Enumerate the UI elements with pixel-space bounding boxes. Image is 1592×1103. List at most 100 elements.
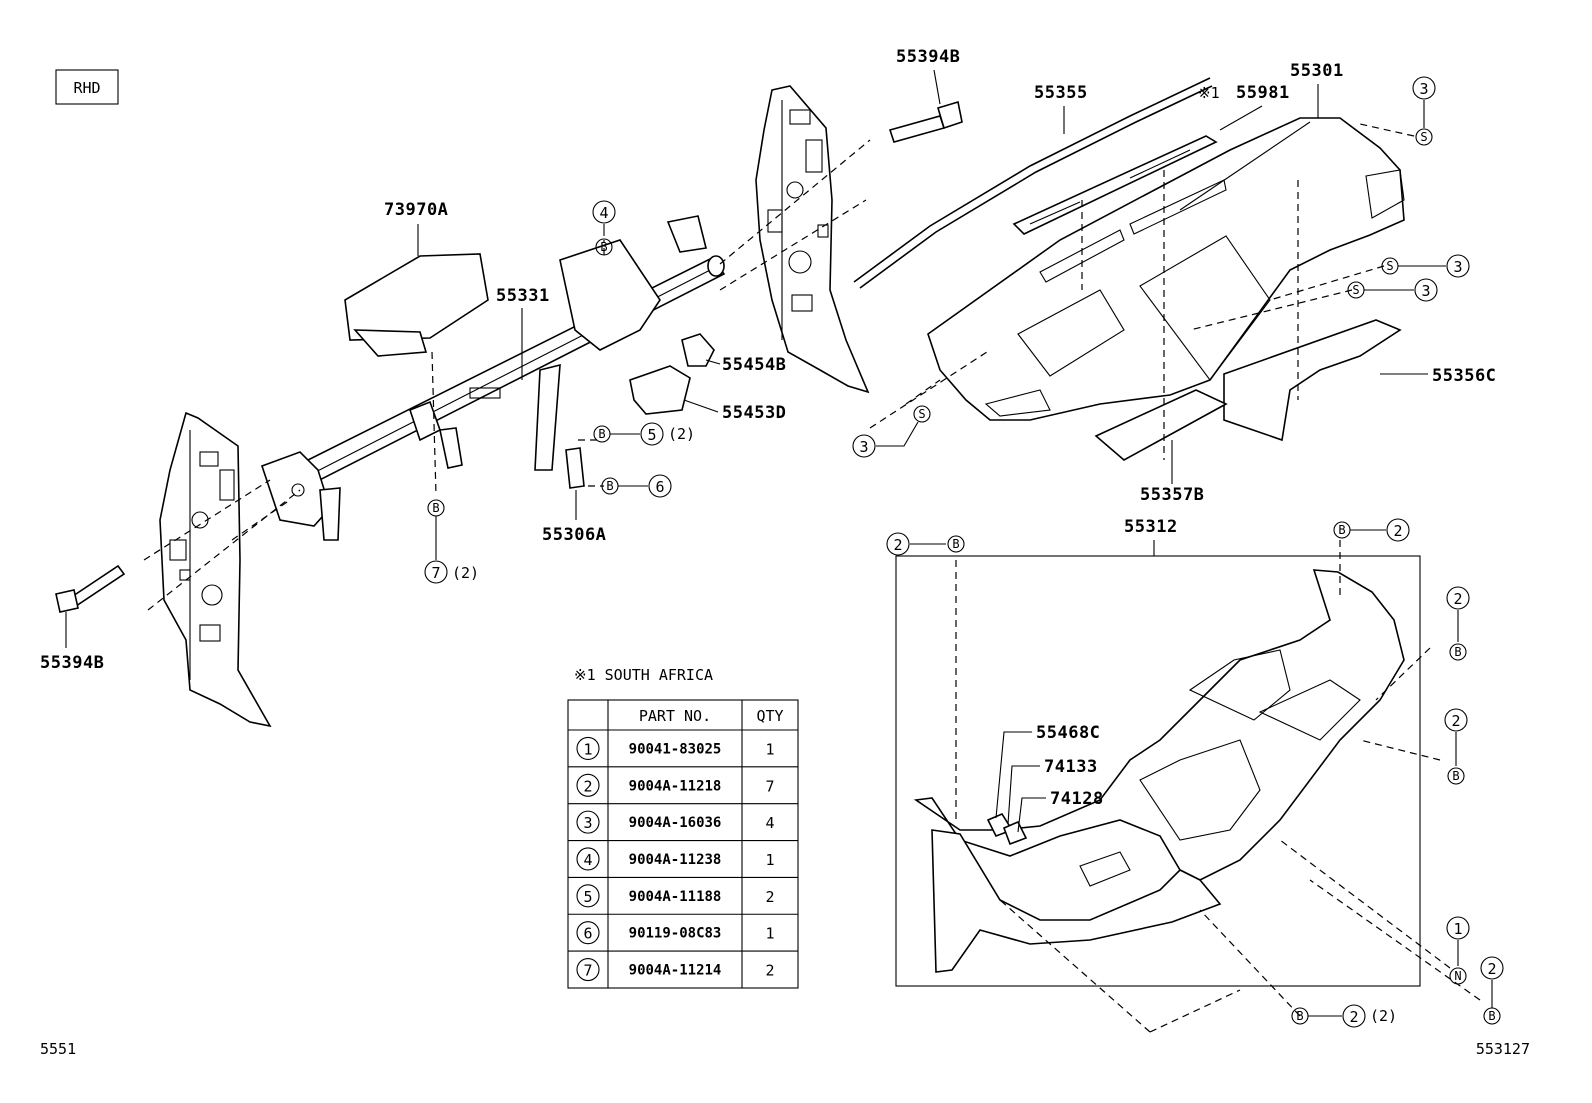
callout-73970a: 73970A (384, 200, 448, 256)
callout-55454b: 55454B (705, 355, 786, 375)
ref-3-top-right: 3 S (1412, 76, 1436, 146)
svg-text:S: S (1386, 259, 1393, 273)
bolt-left (55, 564, 126, 613)
silencer-55356c (1223, 319, 1402, 442)
callout-55394b-left: 55394B (40, 612, 104, 673)
callout-55453d: 55453D (683, 399, 786, 423)
svg-text:(2): (2) (452, 564, 479, 582)
svg-text:55981: 55981 (1236, 83, 1290, 103)
svg-text:55394B: 55394B (40, 653, 104, 673)
footer-right-code: 553127 (1476, 1040, 1530, 1058)
svg-text:55453D: 55453D (722, 403, 786, 423)
silencer-55357b (1094, 389, 1228, 461)
svg-text:1: 1 (1453, 920, 1462, 938)
svg-text:6: 6 (655, 478, 664, 496)
ref-2-right-b: 2 B (1444, 708, 1468, 785)
airbag-module (344, 253, 489, 357)
svg-text:2: 2 (1349, 1008, 1358, 1026)
table-row: 7 9004A-11214 2 (568, 950, 798, 982)
svg-text:2: 2 (1451, 712, 1460, 730)
svg-text:55394B: 55394B (896, 47, 960, 67)
callout-55468c: 55468C (995, 723, 1100, 819)
row-number: 6 (583, 925, 592, 943)
reinforcement-beam (260, 215, 726, 541)
svg-text:55301: 55301 (1290, 61, 1344, 81)
svg-text:B: B (1452, 769, 1459, 783)
callout-55312: 55312 (1124, 517, 1177, 556)
weatherstrip (853, 77, 1213, 289)
ref-2-bottom-right: 2 B (1480, 956, 1504, 1025)
svg-text:(2): (2) (1370, 1007, 1397, 1025)
ref-6: B 6 (601, 474, 672, 498)
svg-text:3: 3 (1453, 258, 1462, 276)
row-part-number: 9004A-11214 (629, 963, 722, 979)
lower-panel-box (895, 555, 1421, 987)
ref-2-top-right: B 2 (1333, 518, 1410, 542)
svg-text:S: S (918, 407, 925, 421)
svg-text:55454B: 55454B (722, 355, 786, 375)
svg-text:S: S (1352, 283, 1359, 297)
svg-text:55357B: 55357B (1140, 485, 1204, 505)
row-part-number: 9004A-16036 (629, 815, 722, 831)
row-qty: 2 (765, 888, 774, 906)
svg-text:N: N (1454, 969, 1461, 983)
svg-text:5: 5 (647, 426, 656, 444)
row-number: 1 (583, 740, 592, 758)
ref-3-mid-a: S 3 (1381, 254, 1470, 278)
svg-text:73970A: 73970A (384, 200, 448, 220)
bracket-55454b (681, 333, 715, 367)
callout-55306a: 55306A (542, 490, 606, 545)
svg-text:※1: ※1 (1198, 84, 1220, 102)
svg-text:74133: 74133 (1044, 757, 1098, 777)
ref-1: 1 N (1446, 916, 1470, 985)
ref-2-bottom: B 2 (2) (1291, 1004, 1397, 1028)
ref-7: B 7 (2) (424, 499, 479, 584)
callout-55394b-top: 55394B (896, 47, 960, 105)
ref-3-left: S 3 (852, 405, 931, 458)
ref-3-mid-b: S 3 (1347, 278, 1438, 302)
svg-text:RHD: RHD (73, 79, 100, 97)
svg-text:B: B (1454, 645, 1461, 659)
clip-55306a (565, 447, 585, 489)
ref-2-right-a: 2 B (1446, 586, 1470, 661)
callout-55357b: 55357B (1140, 440, 1204, 505)
callout-55355: 55355 (1034, 83, 1088, 134)
row-part-number: 9004A-11238 (629, 852, 722, 868)
svg-text:3: 3 (1419, 80, 1428, 98)
row-part-number: 90041-83025 (629, 741, 722, 757)
svg-text:55468C: 55468C (1036, 723, 1100, 743)
svg-text:2: 2 (1487, 960, 1496, 978)
row-qty: 1 (765, 851, 774, 869)
defroster-nozzle (1012, 135, 1218, 235)
svg-text:3: 3 (859, 438, 868, 456)
row-qty: 1 (765, 925, 774, 943)
footer-left-code: 5551 (40, 1040, 76, 1058)
row-qty: 2 (765, 962, 774, 980)
row-number: 7 (583, 962, 592, 980)
row-qty: 4 (765, 814, 774, 832)
callout-74133: 74133 (1007, 757, 1098, 825)
right-side-bracket (755, 85, 870, 394)
svg-text:B: B (598, 427, 605, 441)
table-row: 6 90119-08C83 1 (568, 913, 798, 945)
ref-4: 4 B (592, 200, 616, 256)
svg-text:55356C: 55356C (1432, 366, 1496, 386)
callout-55331: 55331 (496, 286, 549, 380)
svg-text:55355: 55355 (1034, 83, 1088, 103)
assembly-leaders (143, 123, 1481, 1033)
svg-text:2: 2 (1393, 522, 1402, 540)
row-number: 5 (583, 888, 592, 906)
svg-text:3: 3 (1421, 282, 1430, 300)
row-qty: 1 (765, 740, 774, 758)
row-part-number: 90119-08C83 (629, 926, 722, 942)
ref-5: B 5 (2) (593, 422, 695, 446)
svg-text:B: B (432, 501, 439, 515)
svg-text:B: B (1338, 523, 1345, 537)
rhd-badge: RHD (55, 69, 119, 105)
row-qty: 7 (765, 777, 774, 795)
